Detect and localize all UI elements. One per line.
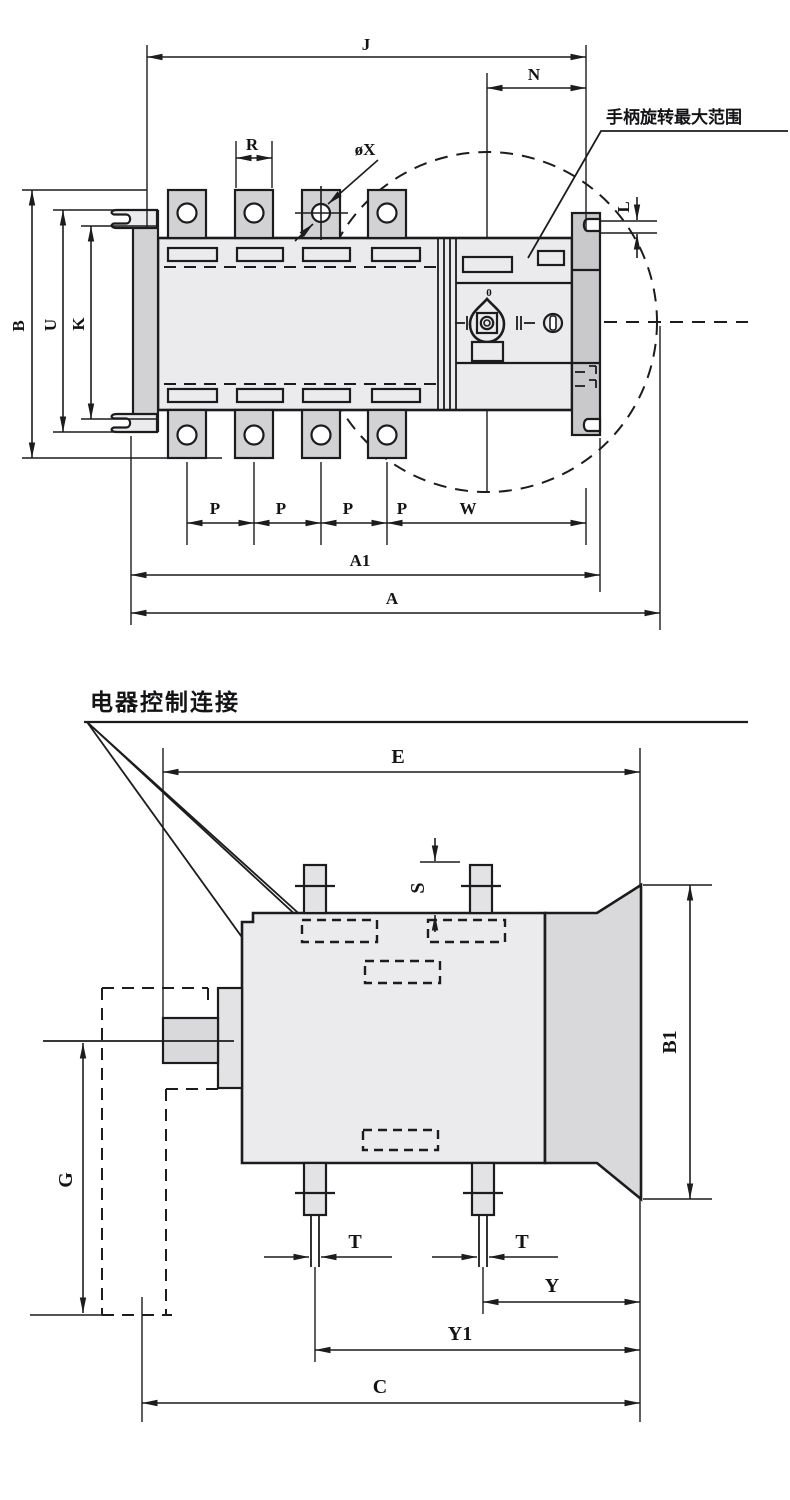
dim-Y1: Y1 xyxy=(315,1323,640,1354)
dim-label-X: øX xyxy=(355,140,377,159)
handle-range-annotation: 手柄旋转最大范围 xyxy=(527,107,788,259)
body-seam-lines xyxy=(437,238,457,410)
dim-label-S: S xyxy=(407,882,429,893)
dim-Y: Y xyxy=(483,1275,640,1306)
dim-label-A1: A1 xyxy=(350,551,371,570)
lock-symbol xyxy=(542,312,564,334)
dim-X: øX xyxy=(294,140,379,242)
dim-B: B xyxy=(9,189,222,459)
dim-R: R xyxy=(235,135,273,188)
control-connector-slots xyxy=(300,918,507,1152)
dim-U: U xyxy=(41,209,133,433)
dim-label-P2: P xyxy=(276,499,286,518)
dim-label-R: R xyxy=(246,135,259,154)
dim-C: C xyxy=(141,1297,640,1422)
side-view: 电器控制连接 E S xyxy=(30,689,748,1422)
shaft-plate xyxy=(216,986,244,1090)
dim-label-T2: T xyxy=(515,1231,529,1253)
dim-label-P4: P xyxy=(397,499,407,518)
hole-crosshair xyxy=(295,186,348,240)
side-body xyxy=(240,911,547,1165)
bracket-marks xyxy=(575,365,597,388)
dim-label-E: E xyxy=(391,746,404,768)
dim-S: S xyxy=(407,838,460,932)
position-1-mark xyxy=(455,316,468,330)
dim-label-N: N xyxy=(528,65,541,84)
dim-label-T1: T xyxy=(348,1231,362,1253)
top-studs xyxy=(295,863,501,915)
dim-J: J xyxy=(146,35,587,230)
handle-ring-inner xyxy=(483,319,491,327)
dim-pole-pitch: P P P P W xyxy=(186,462,587,545)
dim-label-P3: P xyxy=(343,499,353,518)
dim-label-W: W xyxy=(460,499,477,518)
handle-base xyxy=(470,340,505,363)
handle-square xyxy=(475,311,499,335)
dim-label-Y1: Y1 xyxy=(448,1323,472,1345)
left-hook-top xyxy=(110,208,159,230)
bottom-terminals xyxy=(166,408,408,460)
dim-K: K xyxy=(69,225,157,420)
dim-label-B1: B1 xyxy=(659,1030,681,1053)
position-0-label: 0 xyxy=(486,287,492,299)
dim-N: N xyxy=(487,65,586,92)
right-notch-top xyxy=(582,217,602,233)
dim-A: A xyxy=(131,326,661,630)
dim-T2: T xyxy=(432,1231,558,1261)
dim-label-A: A xyxy=(386,589,399,608)
dim-label-G: G xyxy=(55,1172,77,1188)
dim-label-B: B xyxy=(9,320,28,331)
bottom-studs xyxy=(295,1161,503,1362)
dim-label-C: C xyxy=(373,1376,387,1398)
dim-label-P1: P xyxy=(210,499,220,518)
left-hook-bottom xyxy=(110,412,159,434)
left-bracket xyxy=(110,208,160,434)
phantom-handle-outline xyxy=(101,987,218,1316)
top-terminals xyxy=(166,186,408,240)
small-plate xyxy=(536,249,566,267)
dim-T1: T xyxy=(264,1231,392,1261)
top-view: 0 xyxy=(9,35,788,630)
dim-L: L xyxy=(600,197,657,258)
control-section: 0 xyxy=(455,249,572,365)
dim-G: G xyxy=(30,1043,103,1316)
position-2-mark xyxy=(516,316,535,330)
drive-shaft xyxy=(43,986,244,1090)
right-bracket xyxy=(570,211,602,437)
dim-label-U: U xyxy=(41,319,60,331)
right-notch-bottom xyxy=(582,417,602,433)
terminal-slots xyxy=(166,246,422,404)
label-plate xyxy=(461,255,514,274)
flange-funnel xyxy=(543,882,643,1202)
dim-E: E xyxy=(162,746,641,1018)
dim-label-K: K xyxy=(69,317,88,331)
handle-range-label: 手柄旋转最大范围 xyxy=(606,107,742,127)
dim-A1: A1 xyxy=(130,436,601,625)
dim-label-L: L xyxy=(614,201,633,212)
control-connection-label: 电器控制连接 xyxy=(90,689,240,715)
dim-B1: B1 xyxy=(643,884,712,1200)
dim-label-Y: Y xyxy=(545,1275,560,1297)
handle-range-leader xyxy=(527,130,788,259)
dim-label-J: J xyxy=(362,35,371,54)
handle-ring xyxy=(479,315,495,331)
